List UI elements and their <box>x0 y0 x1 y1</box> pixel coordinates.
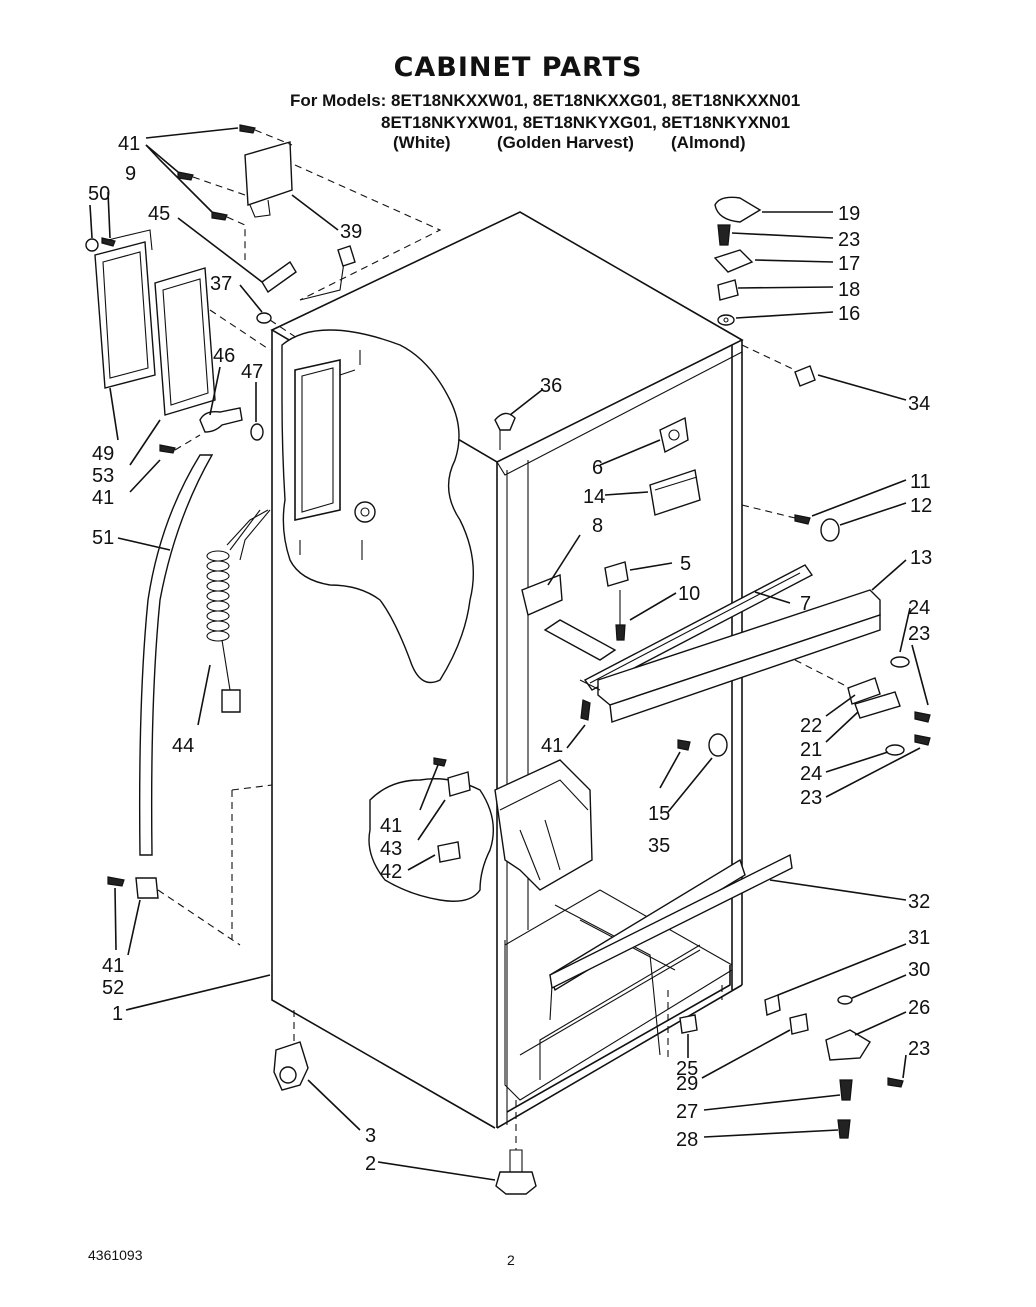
leader-lines <box>89 127 929 1181</box>
right-parts <box>433 196 931 1139</box>
part-3-roller <box>273 1010 309 1091</box>
callout-41: 41 <box>541 735 563 757</box>
callout-42: 42 <box>380 861 402 883</box>
models-line-2: 8ET18NKYXW01, 8ET18NKYXG01, 8ET18NKYXN01 <box>381 113 791 132</box>
callout-28: 28 <box>676 1129 698 1151</box>
callout-24: 24 <box>908 597 930 619</box>
callout-23: 23 <box>908 1038 930 1060</box>
color-white: (White) <box>393 133 451 152</box>
callout-37: 37 <box>210 273 232 295</box>
callout-3: 3 <box>365 1125 376 1147</box>
callout-52: 52 <box>102 977 124 999</box>
page-title: CABINET PARTS <box>393 52 643 83</box>
callout-36: 36 <box>540 375 562 397</box>
callout-46: 46 <box>213 345 235 367</box>
callout-16: 16 <box>838 303 860 325</box>
callout-11: 11 <box>910 471 931 493</box>
callout-8: 8 <box>592 515 603 537</box>
callout-29: 29 <box>676 1073 698 1095</box>
callout-25: 25 <box>676 1058 698 1080</box>
part-19-hinge-cover <box>714 196 762 223</box>
callout-1: 1 <box>112 1003 123 1025</box>
part-26-roller-bracket <box>825 1029 871 1061</box>
part-49-housing <box>94 241 156 389</box>
callout-6: 6 <box>592 457 603 479</box>
callout-14: 14 <box>583 486 605 508</box>
callout-49: 49 <box>92 443 114 465</box>
callout-10: 10 <box>678 583 700 605</box>
callout-23: 23 <box>908 623 930 645</box>
callout-21: 21 <box>800 739 822 761</box>
callout-7: 7 <box>800 593 811 615</box>
color-golden-harvest: (Golden Harvest) <box>497 133 634 152</box>
part-2-leveling-leg <box>495 1100 537 1195</box>
callout-34: 34 <box>908 393 930 415</box>
callout-47: 47 <box>241 361 263 383</box>
part-45-bracket <box>261 260 297 294</box>
part-39-control-housing <box>244 141 293 206</box>
callout-12: 12 <box>910 495 932 517</box>
callout-27: 27 <box>676 1101 698 1123</box>
callout-35: 35 <box>648 835 670 857</box>
callout-50: 50 <box>88 183 110 205</box>
part-51-drain-tube <box>138 454 214 856</box>
callout-39: 39 <box>340 221 362 243</box>
callout-5: 5 <box>680 553 691 575</box>
callout-41: 41 <box>92 487 114 509</box>
callout-26: 26 <box>908 997 930 1019</box>
callout-23: 23 <box>838 229 860 251</box>
document-number: 4361093 <box>88 1247 143 1263</box>
callout-53: 53 <box>92 465 114 487</box>
callout-45: 45 <box>148 203 170 225</box>
callout-17: 17 <box>838 253 860 275</box>
callout-41: 41 <box>118 133 140 155</box>
callout-31: 31 <box>908 927 930 949</box>
left-parts <box>85 124 537 1195</box>
callout-numbers: 41 9 50 45 39 37 46 47 49 53 41 51 44 41… <box>88 133 932 1175</box>
callout-43: 43 <box>380 838 402 860</box>
page-number: 2 <box>507 1252 515 1268</box>
callout-19: 19 <box>838 203 860 225</box>
callout-15: 15 <box>648 803 670 825</box>
callout-41: 41 <box>380 815 402 837</box>
cabinet-body <box>229 211 746 1129</box>
callout-44: 44 <box>172 735 194 757</box>
callout-41: 41 <box>102 955 124 977</box>
models-line-1: For Models: 8ET18NKXXW01, 8ET18NKXXG01, … <box>290 91 801 110</box>
callout-30: 30 <box>908 959 930 981</box>
callout-32: 32 <box>908 891 930 913</box>
color-almond: (Almond) <box>671 133 746 152</box>
callout-51: 51 <box>92 527 114 549</box>
callout-18: 18 <box>838 279 860 301</box>
callout-24: 24 <box>800 763 822 785</box>
callout-13: 13 <box>910 547 932 569</box>
part-44-power-cord <box>206 509 269 713</box>
callout-9: 9 <box>125 163 136 185</box>
callout-22: 22 <box>800 715 822 737</box>
callout-2: 2 <box>365 1153 376 1175</box>
part-53-gasket <box>154 267 216 416</box>
callout-23: 23 <box>800 787 822 809</box>
